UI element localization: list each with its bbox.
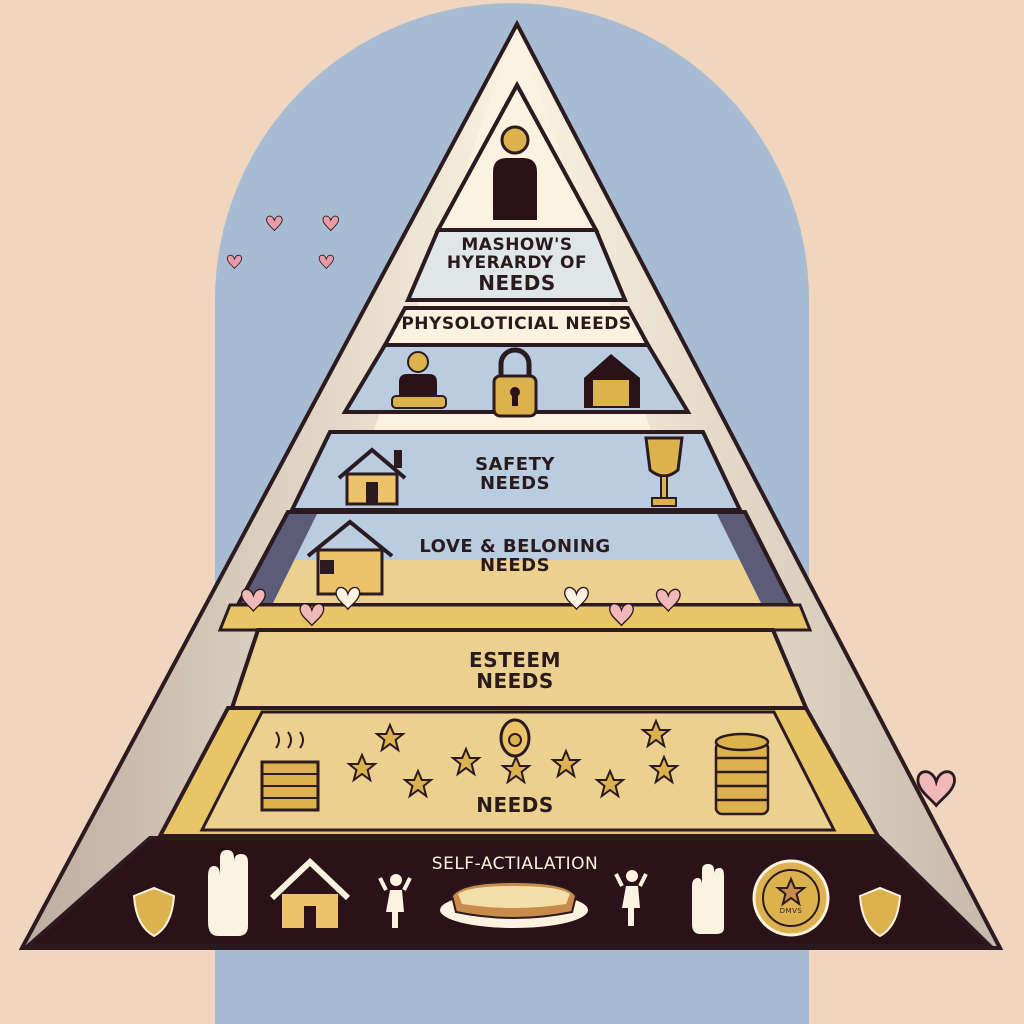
coin-text: DMVS <box>771 908 811 915</box>
title-line-3: NEEDS <box>400 273 634 294</box>
physiological-label: PHYSOLOTICIAL NEEDS <box>385 316 648 334</box>
bread-icon <box>440 882 588 928</box>
needs-label: NEEDS <box>440 795 590 816</box>
title-line-2: HYERARDY OF <box>400 255 634 273</box>
love-label: LOVE & BELONING NEEDS <box>390 538 640 576</box>
star-coin-icon <box>754 861 828 935</box>
coin-stack-icon <box>716 734 768 814</box>
esteem-label: ESTEEM NEEDS <box>430 650 600 692</box>
safety-label: SAFETY NEEDS <box>440 456 590 494</box>
medal-icon <box>501 720 529 756</box>
diagram-title: MASHOW'S HYERARDY OF NEEDS <box>400 237 634 294</box>
self-actualization-label: SELF-ACTIALATION <box>380 856 650 874</box>
